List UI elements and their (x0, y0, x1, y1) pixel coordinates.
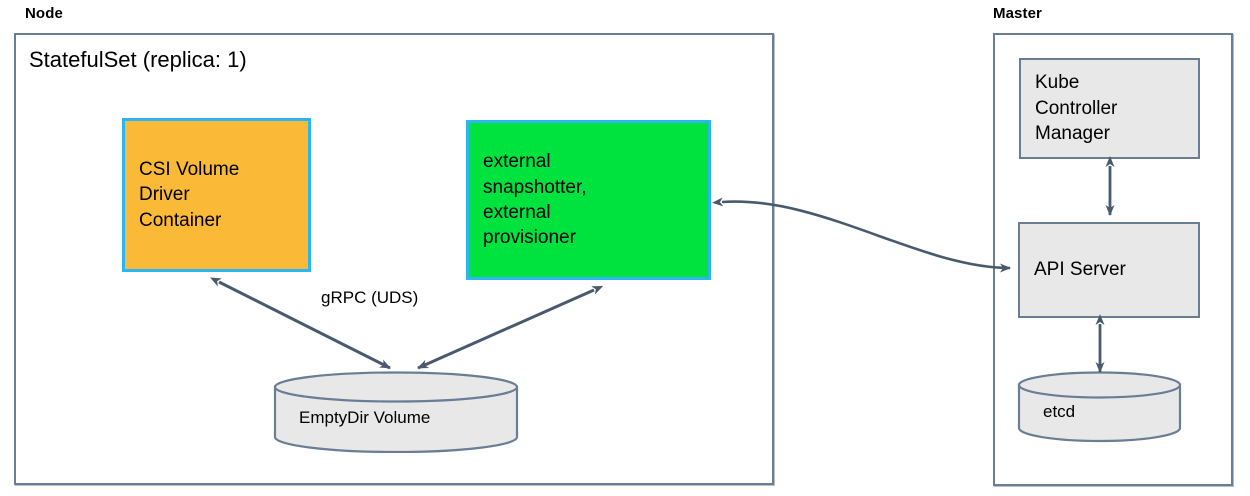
csi-volume-driver-container-label: CSI Volume Driver Container (139, 159, 240, 231)
kube-controller-manager-label: Kube Controller Manager (1035, 72, 1118, 145)
master-group-title: Master (993, 5, 1042, 22)
etcd-shape (1017, 371, 1182, 443)
emptydir-volume-shape (273, 371, 519, 454)
external-sidecars-box[interactable]: external snapshotter, external provision… (466, 120, 711, 280)
api-server-box[interactable]: API Server (1018, 222, 1200, 318)
api-server-label: API Server (1034, 259, 1126, 281)
statefulset-label: StatefulSet (replica: 1) (29, 47, 247, 72)
node-group-title: Node (25, 5, 63, 22)
emptydir-volume-cylinder[interactable]: EmptyDir Volume (273, 371, 519, 454)
grpc-uds-edge-label: gRPC (UDS) (321, 288, 419, 307)
kube-controller-manager-box[interactable]: Kube Controller Manager (1019, 58, 1200, 159)
csi-volume-driver-container-box[interactable]: CSI Volume Driver Container (122, 118, 311, 272)
external-sidecars-label: external snapshotter, external provision… (483, 151, 587, 249)
etcd-cylinder[interactable]: etcd (1017, 371, 1182, 443)
